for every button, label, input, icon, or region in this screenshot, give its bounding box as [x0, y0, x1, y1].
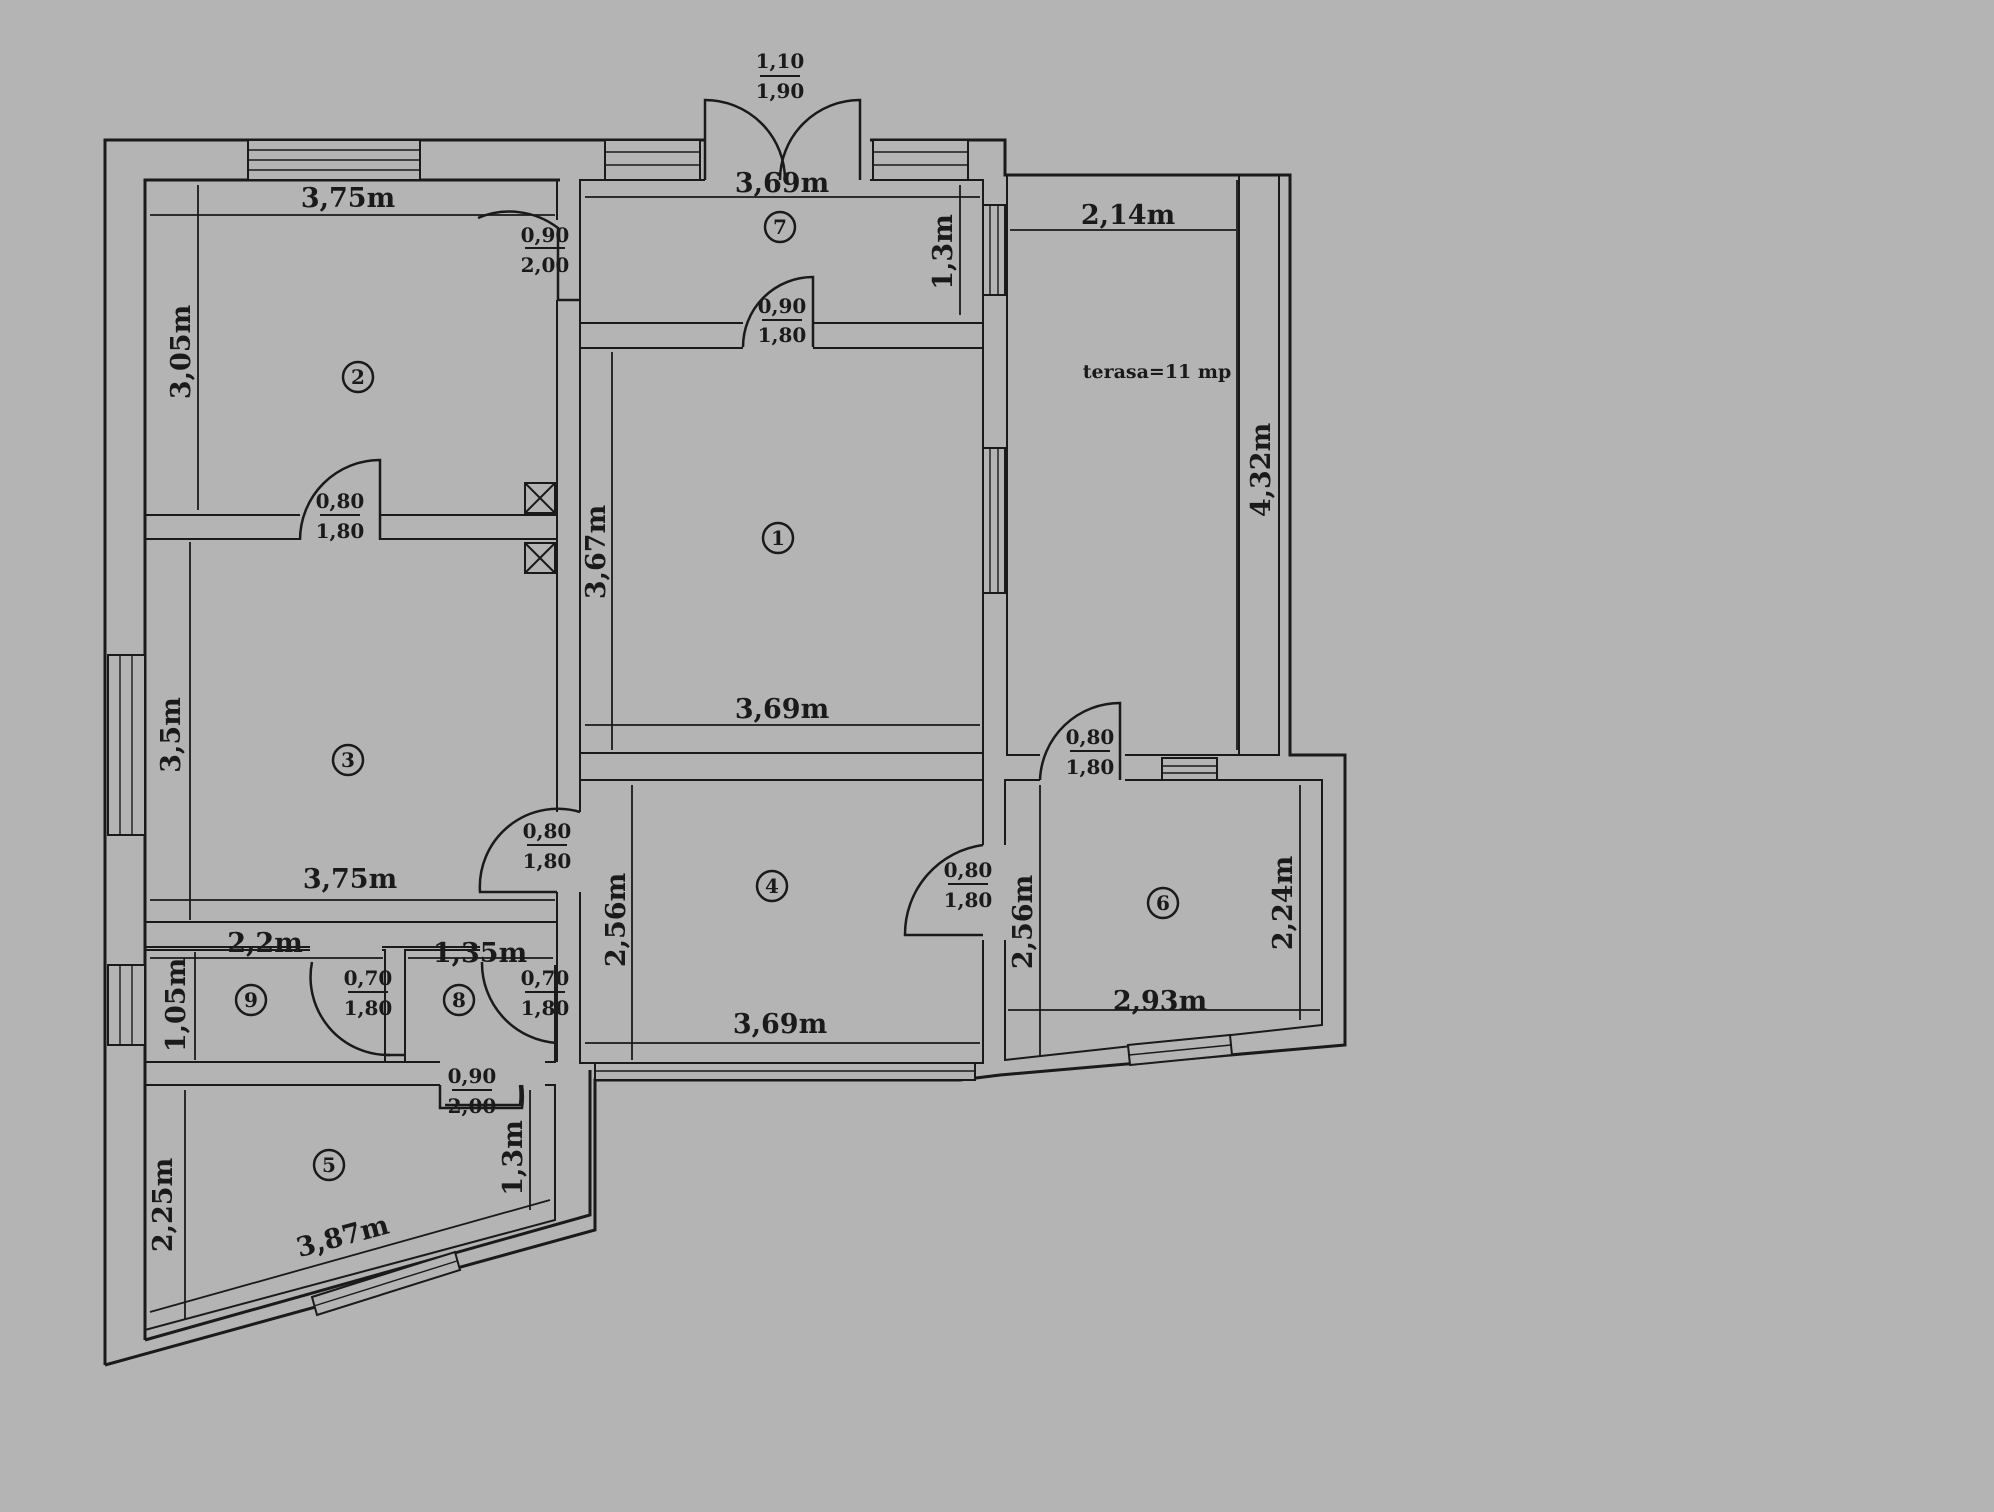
- dim-r1-height: 3,67m: [581, 505, 612, 599]
- dim-terrace-width: 2,14m: [1081, 200, 1175, 231]
- dim-r4-width: 3,69m: [733, 1009, 827, 1040]
- svg-text:0,80: 0,80: [523, 819, 572, 843]
- dimension-labels: 3,75m 3,05m 3,69m 1,3m 2,14m 4,32m teras…: [148, 168, 1299, 1264]
- dim-r5-right: 1,3m: [498, 1120, 529, 1196]
- svg-text:2: 2: [351, 365, 365, 389]
- room-number-9: 9: [234, 983, 268, 1017]
- svg-text:6: 6: [1156, 891, 1170, 915]
- door-label-8: 0,70 1,80: [521, 966, 570, 1020]
- dim-r7-width: 3,69m: [735, 168, 829, 199]
- room-number-7: 7: [763, 210, 797, 244]
- dim-r9-width: 2,2m: [227, 928, 303, 959]
- room-number-6: 6: [1146, 886, 1180, 920]
- svg-text:2,00: 2,00: [521, 253, 570, 277]
- svg-text:0,90: 0,90: [521, 223, 570, 247]
- svg-text:1,80: 1,80: [521, 996, 570, 1020]
- room-number-3: 3: [331, 743, 365, 777]
- dim-r5-height: 2,25m: [148, 1158, 179, 1252]
- room-number-4: 4: [755, 869, 789, 903]
- dim-r4-height: 2,56m: [601, 873, 632, 967]
- vent-boxes: [524, 482, 556, 574]
- dim-r8-width: 1,35m: [433, 938, 527, 969]
- room-number-8: 8: [442, 983, 476, 1017]
- terrace-wall: [1238, 174, 1280, 756]
- svg-text:3: 3: [341, 748, 355, 772]
- room-numbers: 1 2 3 4 5 6 7 8 9: [234, 210, 1180, 1182]
- svg-text:1,80: 1,80: [523, 849, 572, 873]
- terrace-outline: [1006, 174, 1240, 756]
- svg-text:0,80: 0,80: [316, 489, 365, 513]
- svg-text:2,00: 2,00: [448, 1094, 497, 1118]
- door-label-entrance: 1,10 1,90: [756, 49, 805, 103]
- dim-r3-width: 3,75m: [303, 864, 397, 895]
- dim-r1-width: 3,69m: [735, 694, 829, 725]
- svg-text:0,90: 0,90: [448, 1064, 497, 1088]
- room-number-1: 1: [761, 521, 795, 555]
- svg-text:9: 9: [244, 988, 258, 1012]
- dim-r6-width: 2,93m: [1113, 986, 1207, 1017]
- svg-text:1,80: 1,80: [758, 323, 807, 347]
- svg-text:0,70: 0,70: [344, 966, 393, 990]
- svg-text:0,80: 0,80: [1066, 725, 1115, 749]
- dimension-lines: [149, 180, 1320, 1320]
- svg-text:5: 5: [322, 1153, 336, 1177]
- svg-text:0,80: 0,80: [944, 858, 993, 882]
- svg-text:8: 8: [452, 988, 466, 1012]
- dim-r2-width: 3,75m: [301, 183, 395, 214]
- dim-r6-left: 2,56m: [1008, 875, 1039, 969]
- room-number-5: 5: [312, 1148, 346, 1182]
- svg-text:7: 7: [773, 215, 787, 239]
- door-label-9: 0,70 1,80: [344, 966, 393, 1020]
- svg-text:1,80: 1,80: [316, 519, 365, 543]
- svg-text:4: 4: [765, 874, 779, 898]
- door-swings: [298, 98, 1125, 1110]
- dim-r6-right: 2,24m: [1268, 856, 1299, 950]
- door-label-2-3: 0,80 1,80: [316, 489, 365, 543]
- door-label-3: 0,80 1,80: [523, 819, 572, 873]
- room-1-outline: [579, 347, 984, 754]
- door-label-terrace: 0,80 1,80: [1066, 725, 1115, 779]
- door-label-5: 0,90 2,00: [448, 1064, 497, 1118]
- door-label-4-6: 0,80 1,80: [944, 858, 993, 912]
- dim-r9-height: 1,05m: [161, 958, 192, 1052]
- room-number-2: 2: [341, 360, 375, 394]
- dim-r3-height: 3,5m: [156, 697, 187, 773]
- door-label-2-7: 0,90 2,00: [521, 223, 570, 277]
- door-labels: 1,10 1,90 0,90 2,00 0,90 1,80 0,80 1,80 …: [316, 49, 1115, 1118]
- svg-text:1,80: 1,80: [344, 996, 393, 1020]
- svg-text:1,10: 1,10: [756, 49, 805, 73]
- svg-text:1,80: 1,80: [1066, 755, 1115, 779]
- svg-text:1,90: 1,90: [756, 79, 805, 103]
- dim-r7-height: 1,3m: [928, 214, 959, 290]
- svg-text:0,90: 0,90: [758, 294, 807, 318]
- dim-r2-height: 3,05m: [166, 305, 197, 399]
- terrace-area-label: terasa=11 mp: [1083, 361, 1232, 383]
- svg-text:1,80: 1,80: [944, 888, 993, 912]
- svg-text:0,70: 0,70: [521, 966, 570, 990]
- door-label-7-1: 0,90 1,80: [758, 294, 807, 347]
- dim-r5-width: 3,87m: [293, 1210, 392, 1264]
- svg-text:1: 1: [771, 526, 785, 550]
- windows: [107, 139, 1234, 1317]
- dim-terrace-height: 4,32m: [1246, 423, 1277, 517]
